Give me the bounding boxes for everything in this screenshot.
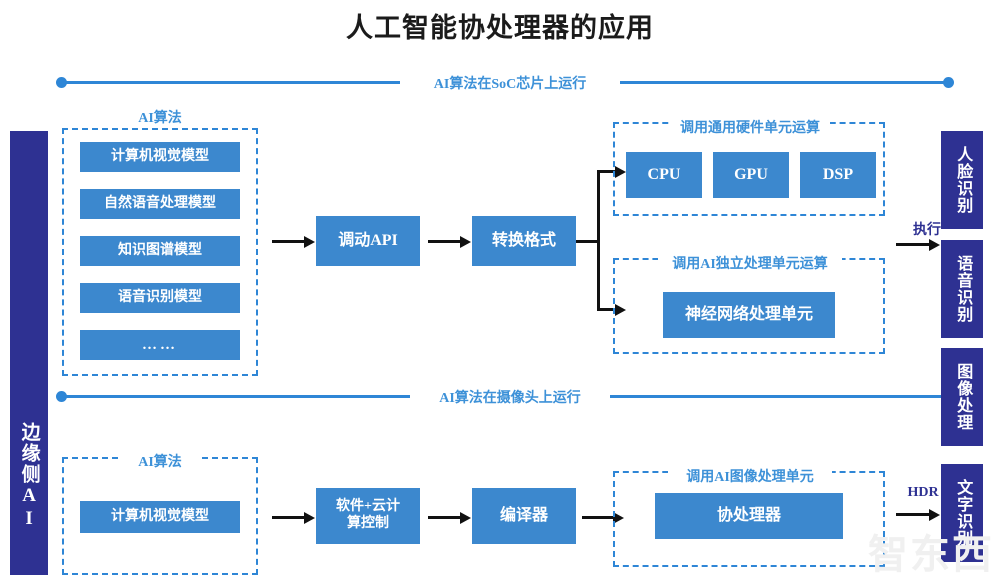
compiler-box[interactable]: 编译器: [472, 488, 576, 544]
algorithm-box-asr[interactable]: 语音识别模型: [80, 283, 240, 313]
hardware-box-gpu[interactable]: GPU: [713, 152, 789, 198]
application-chip-speech-recognition[interactable]: 语音识别: [941, 240, 983, 338]
arrow-bottom-alg-to-software-line: [272, 516, 304, 519]
application-chip-image-processing[interactable]: 图像处理: [941, 348, 983, 446]
ai-image-unit-title: 调用AI图像处理单元: [668, 466, 832, 486]
application-chip-face-recognition[interactable]: 人脸识别: [941, 131, 983, 229]
arrow-compiler-to-aiimage-line: [582, 516, 614, 519]
arrow-bottom-alg-to-software-head: [304, 511, 315, 524]
application-chip-text-recognition-label: 文字识别: [954, 479, 972, 547]
split-stub-horizontal: [576, 240, 600, 243]
arrow-software-to-compiler-head: [460, 511, 471, 524]
ai-dedicated-unit-title: 调用AI独立处理单元运算: [658, 253, 842, 273]
algorithm-box-cv[interactable]: 计算机视觉模型: [80, 142, 240, 172]
hardware-box-dsp[interactable]: DSP: [800, 152, 876, 198]
hdr-arrow-head: [929, 508, 940, 521]
arrow-algorithms-to-api-head: [304, 235, 315, 248]
split-vertical: [597, 170, 600, 311]
application-chip-speech-recognition-label: 语音识别: [954, 255, 972, 323]
execute-arrow-head: [929, 238, 940, 251]
convert-format-box[interactable]: 转换格式: [472, 216, 576, 266]
npu-box[interactable]: 神经网络处理单元: [663, 292, 835, 338]
call-api-box[interactable]: 调动API: [316, 216, 420, 266]
arrow-api-to-convert-line: [428, 240, 460, 243]
split-branch-bottom-head: [615, 303, 626, 316]
software-cloud-box[interactable]: 软件+云计 算控制: [316, 488, 420, 544]
hdr-label: HDR: [907, 485, 939, 500]
split-branch-top-head: [615, 165, 626, 178]
soc-section-label: AI算法在SoC芯片上运行: [400, 73, 620, 93]
application-chip-text-recognition[interactable]: 文字识别: [941, 464, 983, 562]
bottom-algorithm-box-cv[interactable]: 计算机视觉模型: [80, 501, 240, 533]
camera-section-label: AI算法在摄像头上运行: [410, 387, 610, 407]
top-ai-algorithms-title: AI算法: [122, 107, 198, 127]
arrow-compiler-to-aiimage-head: [613, 511, 624, 524]
top-ai-algorithms-group: [62, 128, 258, 376]
execute-label: 执行: [913, 223, 941, 238]
edge-ai-sidebar-label: 边缘侧AI: [18, 422, 40, 531]
arrow-api-to-convert-head: [460, 235, 471, 248]
algorithm-box-more[interactable]: ……: [80, 330, 240, 360]
hardware-box-cpu[interactable]: CPU: [626, 152, 702, 198]
bottom-ai-algorithms-title: AI算法: [122, 451, 198, 471]
application-chip-face-recognition-label: 人脸识别: [954, 146, 972, 214]
arrow-software-to-compiler-line: [428, 516, 460, 519]
algorithm-box-nlp[interactable]: 自然语音处理模型: [80, 189, 240, 219]
coprocessor-box[interactable]: 协处理器: [655, 493, 843, 539]
execute-arrow-line: [896, 243, 930, 246]
algorithm-box-kg[interactable]: 知识图谱模型: [80, 236, 240, 266]
arrow-algorithms-to-api-line: [272, 240, 304, 243]
split-branch-top-line: [597, 170, 617, 173]
soc-rule-dot-right: [943, 77, 954, 88]
generic-hardware-title: 调用通用硬件单元运算: [670, 117, 830, 137]
edge-ai-sidebar: 边缘侧AI: [10, 131, 48, 575]
split-branch-bottom-line: [597, 308, 617, 311]
page-title: 人工智能协处理器的应用: [346, 13, 654, 43]
application-chip-image-processing-label: 图像处理: [954, 363, 972, 431]
hdr-arrow-line: [896, 513, 930, 516]
